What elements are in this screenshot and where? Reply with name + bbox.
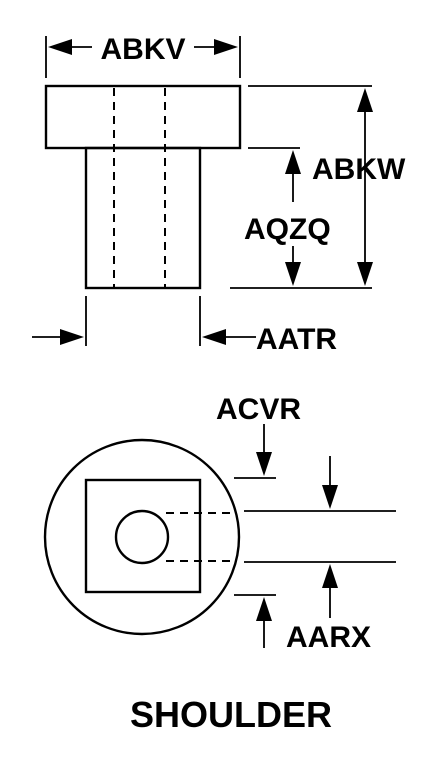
side-view (44, 84, 242, 290)
label-acvr: ACVR (216, 393, 301, 426)
shoulder-outer-circle (43, 438, 241, 636)
label-abkw: ABKW (312, 153, 406, 186)
shoulder-shank (84, 146, 202, 290)
dimension-aarx: AARX (234, 594, 371, 654)
dimension-abkw: ABKW (230, 85, 406, 289)
shoulder-head (44, 84, 242, 150)
dimension-slot (322, 456, 338, 618)
label-abkv: ABKV (100, 33, 185, 66)
round-bore (114, 509, 170, 565)
dimension-aqzq: AQZQ (244, 147, 331, 286)
square-bore (84, 478, 202, 594)
dimension-acvr: ACVR (216, 393, 301, 479)
end-view (43, 438, 396, 636)
dimension-aatr: AATR (32, 296, 337, 356)
label-aqzq: AQZQ (244, 213, 331, 246)
label-aatr: AATR (256, 323, 337, 356)
dimension-abkv: ABKV (45, 33, 241, 78)
drawing-title: SHOULDER (130, 694, 332, 735)
label-aarx: AARX (286, 621, 371, 654)
